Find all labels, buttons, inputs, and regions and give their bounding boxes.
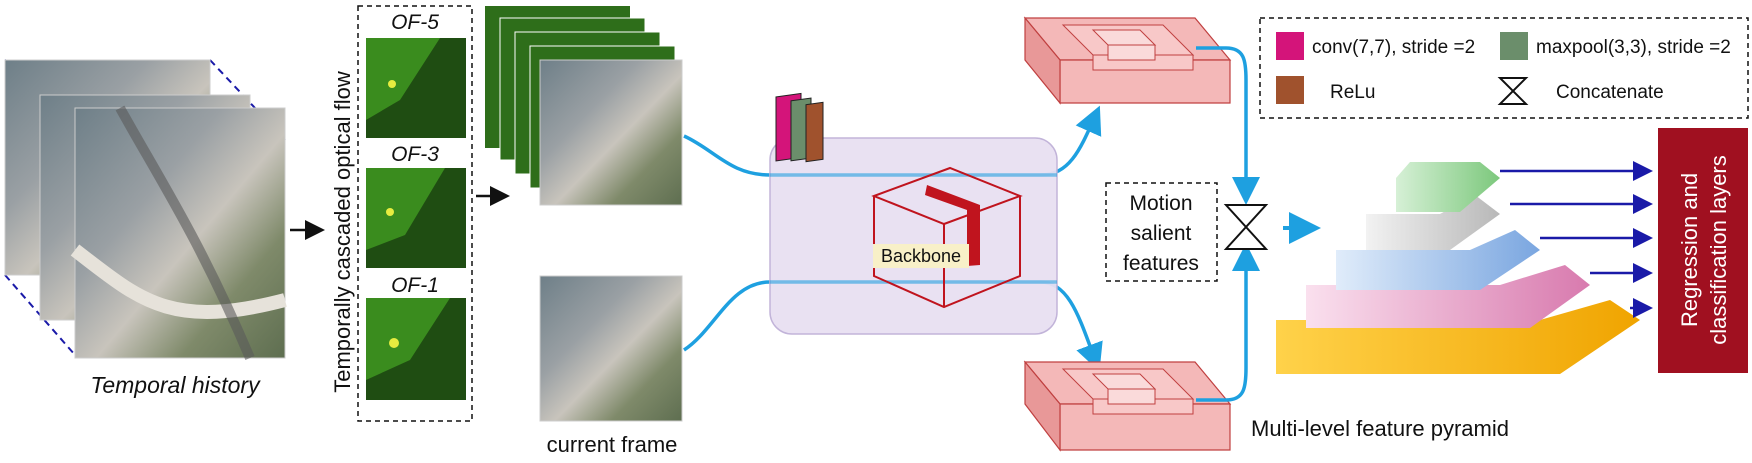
legend-conv-swatch xyxy=(1276,32,1304,60)
optical-flow-label: Temporally cascaded optical flow xyxy=(330,71,355,393)
regression-label: Regression and xyxy=(1677,173,1702,327)
motion-features-label: features xyxy=(1123,252,1199,275)
legend-concat-icon xyxy=(1497,77,1529,105)
legend-relu-swatch xyxy=(1276,76,1304,104)
motion-features-label: Motion xyxy=(1129,192,1192,215)
of5-label: OF-5 xyxy=(391,11,439,34)
regression-classification-box xyxy=(1658,128,1748,373)
pyramid-level xyxy=(1276,300,1640,374)
relu-layer xyxy=(805,101,824,163)
current-frame-image xyxy=(539,275,683,422)
legend-maxpool-swatch xyxy=(1500,32,1528,60)
of3-image xyxy=(366,168,445,250)
of1-label: OF-1 xyxy=(391,274,439,297)
pyramid-level xyxy=(1336,230,1540,290)
legend-concat-label: Concatenate xyxy=(1556,82,1664,103)
motion-features-box xyxy=(1105,182,1218,282)
of3-label: OF-3 xyxy=(391,143,439,166)
optical-flow-box xyxy=(357,5,473,422)
connector xyxy=(1196,243,1260,402)
legend-conv-label: conv(7,7), stride =2 xyxy=(1312,37,1475,58)
history-frame xyxy=(74,107,286,359)
stacked-flow-frames xyxy=(485,6,683,206)
legend-relu-label: ReLu xyxy=(1330,82,1375,103)
regression-label: classification layers xyxy=(1706,155,1731,345)
feature-pyramid-label: Multi-level feature pyramid xyxy=(1251,416,1509,441)
feature-pyramid xyxy=(1276,162,1640,374)
temporal-history-stack xyxy=(4,59,287,360)
temporal-history-label: Temporal history xyxy=(90,372,261,398)
motion-features-label: salient xyxy=(1131,222,1192,245)
of1-image xyxy=(366,298,450,380)
concatenate-icon xyxy=(1223,204,1269,250)
pyramid-level xyxy=(1306,265,1590,328)
pyramid-output-arrows xyxy=(1500,161,1653,318)
current-frame-label: current frame xyxy=(547,432,678,457)
feature-map-bottom xyxy=(1023,360,1232,452)
backbone-label-bg xyxy=(873,244,969,268)
connector xyxy=(1196,46,1260,205)
backbone-box xyxy=(769,137,1058,335)
feature-map-top xyxy=(1023,16,1232,105)
of5-image xyxy=(366,38,440,120)
backbone-label: Backbone xyxy=(881,246,961,266)
pyramid-level xyxy=(1396,162,1500,212)
legend-maxpool-label: maxpool(3,3), stride =2 xyxy=(1536,37,1731,58)
pyramid-level xyxy=(1366,195,1500,250)
